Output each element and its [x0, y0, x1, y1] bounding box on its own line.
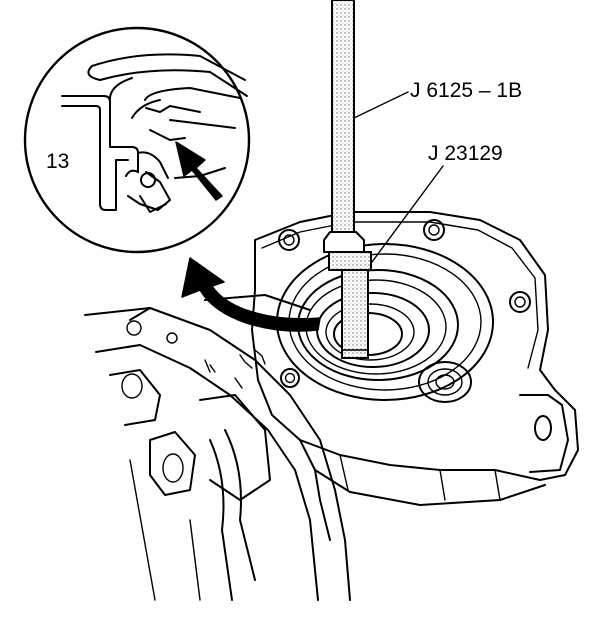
- detail-inset: [23, 26, 251, 254]
- curved-arrow-icon: [181, 257, 321, 332]
- tool-j6125-slide-hammer: [323, 0, 372, 271]
- leader-lines: [353, 91, 444, 263]
- label-j23129: J 23129: [428, 142, 503, 165]
- transmission-housing: [84, 211, 579, 601]
- tool-j23129-seal-remover: [341, 269, 369, 359]
- label-part-13: 13: [46, 150, 69, 173]
- label-j6125: J 6125 – 1B: [410, 79, 522, 102]
